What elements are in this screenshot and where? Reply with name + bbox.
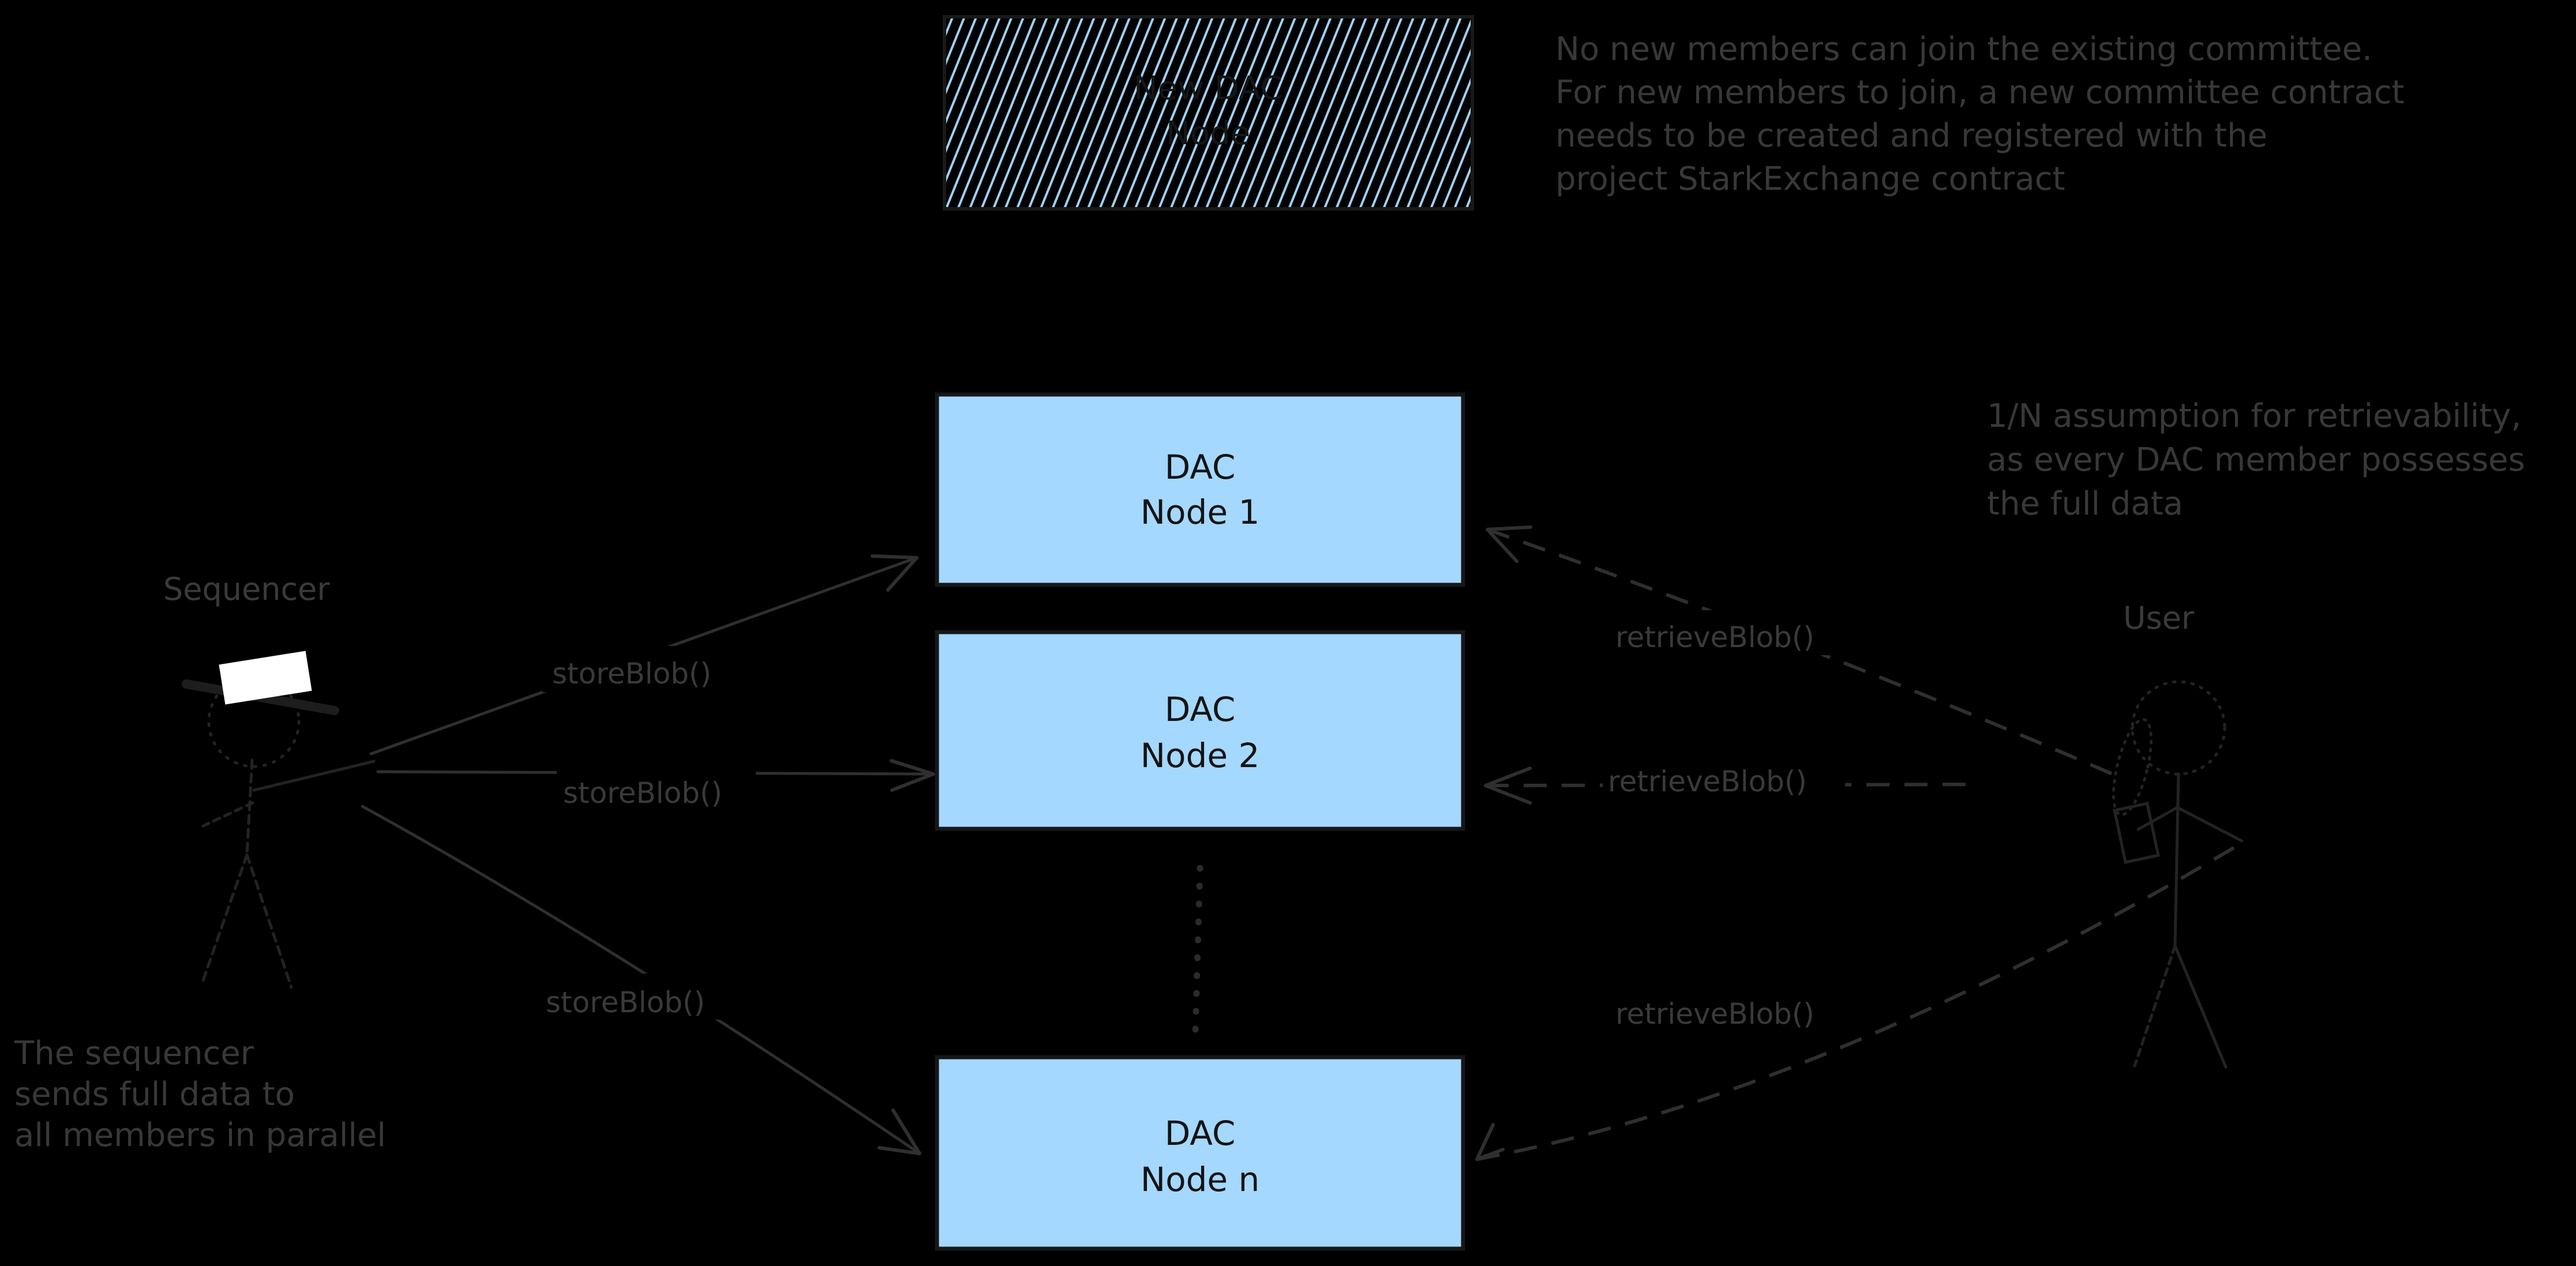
sequencer-legs <box>201 853 293 989</box>
storeblob-label-3: storeBlob() <box>546 986 705 1019</box>
storeblob-label-2: storeBlob() <box>563 776 722 810</box>
node1-rect <box>935 392 1465 587</box>
sequencer-figure-icon <box>182 651 376 989</box>
arrowhead-user-node1 <box>1486 525 1532 563</box>
retrievability-note-line1: 1/N assumption for retrievability, <box>1987 397 2521 435</box>
user-body <box>2173 772 2180 948</box>
committee-note-line2: For new members to join, a new committee… <box>1555 74 2404 111</box>
committee-note-line3: needs to be created and registered with … <box>1555 117 2267 155</box>
node1-line2: Node 1 <box>1141 493 1260 532</box>
parallel-note-line3: all members in parallel <box>14 1117 386 1154</box>
edge-sequencer-noden <box>361 805 921 1155</box>
edge-label-masks <box>539 610 1858 1031</box>
arrowhead-node2 <box>890 759 935 792</box>
mask-storeblob-3 <box>539 974 741 1020</box>
storeblob-label-1: storeBlob() <box>552 657 711 690</box>
user-leg-right <box>2173 944 2228 1069</box>
user-arms <box>2136 806 2244 843</box>
mask-storeblob-2 <box>557 770 756 812</box>
mask-storeblob-1 <box>542 646 744 692</box>
parallel-note: The sequencer sends full data to all mem… <box>14 1035 386 1154</box>
mask-retrieveblob-1 <box>1610 610 1849 655</box>
mask-retrieveblob-2 <box>1603 757 1845 797</box>
user-figure-icon <box>2112 680 2244 1069</box>
retrievability-note: 1/N assumption for retrievability, as ev… <box>1987 397 2525 523</box>
node2-rect <box>935 630 1465 831</box>
parallel-note-line2: sends full data to <box>14 1076 295 1113</box>
edge-user-noden <box>1476 842 2243 1161</box>
node2-line1: DAC <box>1165 690 1236 729</box>
sequencer-arm-left <box>201 801 254 828</box>
committee-note-line1: No new members can join the existing com… <box>1555 31 2372 68</box>
user-hair <box>2112 717 2153 817</box>
sequencer-label: Sequencer <box>163 571 330 607</box>
arrowhead-user-noden <box>1475 1123 1505 1161</box>
user-phone <box>2113 802 2160 864</box>
committee-note-line4: project StarkExchange contract <box>1555 160 2065 198</box>
sequencer-head <box>207 675 301 768</box>
node1-line1: DAC <box>1165 448 1236 487</box>
new-dac-node-box: New DAC Node <box>943 15 1474 211</box>
noden-line2: Node n <box>1141 1160 1260 1199</box>
retrievability-note-line3: the full data <box>1987 485 2183 523</box>
committee-note: No new members can join the existing com… <box>1555 31 2404 198</box>
retrieveblob-label-3: retrieveBlob() <box>1615 997 1814 1031</box>
arrowhead-node1 <box>871 554 918 592</box>
retrieveblob-label-2: retrieveBlob() <box>1608 765 1807 798</box>
sequencer-arm-right <box>252 760 376 792</box>
dac-node-1-box: DAC Node 1 <box>935 392 1465 587</box>
noden-line1: DAC <box>1165 1114 1236 1153</box>
user-label: User <box>2123 600 2195 636</box>
retrieveblob-label-1: retrieveBlob() <box>1615 621 1814 654</box>
user-leg-left <box>2133 944 2177 1068</box>
sequencer-body <box>245 758 254 856</box>
new-dac-box-line2: Node <box>1166 115 1250 152</box>
retrievability-note-line2: as every DAC member possesses <box>1987 441 2525 479</box>
arrowhead-user-node2 <box>1484 767 1532 805</box>
mask-retrieveblob-3 <box>1611 987 1858 1031</box>
hatched-box <box>943 15 1474 211</box>
sequencer-hat <box>219 651 312 705</box>
arrowhead-noden <box>878 1109 921 1155</box>
dac-node-n-box: DAC Node n <box>935 1055 1465 1251</box>
new-dac-box-line1: New DAC <box>1134 70 1283 107</box>
dac-node-2-box: DAC Node 2 <box>935 630 1465 831</box>
noden-rect <box>935 1055 1465 1251</box>
parallel-note-line1: The sequencer <box>14 1035 254 1072</box>
node2-line2: Node 2 <box>1141 736 1260 775</box>
